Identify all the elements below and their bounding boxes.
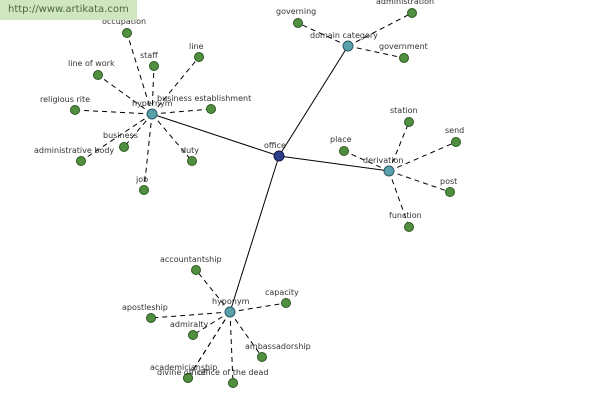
edge-hyponym-admiralty <box>192 311 231 336</box>
node-line[interactable] <box>194 52 204 62</box>
edge-domain-category-administration <box>347 12 413 47</box>
node-function[interactable] <box>404 222 414 232</box>
label-send: send <box>445 126 464 135</box>
node-station[interactable] <box>404 117 414 127</box>
node-accountantship[interactable] <box>191 265 201 275</box>
node-place[interactable] <box>339 146 349 156</box>
edge-hypernym-religious-rite <box>74 109 153 115</box>
edge-hypernym-job <box>143 113 153 191</box>
edge-derivation-send <box>388 141 457 172</box>
label-religious-rite: religious rite <box>40 95 90 104</box>
label-line-of-work: line of work <box>68 59 115 68</box>
node-business-establishment[interactable] <box>206 104 216 114</box>
node-admiralty[interactable] <box>188 330 198 340</box>
node-duty[interactable] <box>187 156 197 166</box>
node-hyponym[interactable] <box>224 306 236 318</box>
label-capacity: capacity <box>265 288 299 297</box>
label-apostleship: apostleship <box>122 303 168 312</box>
node-divine-office[interactable] <box>183 373 193 383</box>
node-hypernym[interactable] <box>146 108 158 120</box>
node-office-of-the-dead[interactable] <box>228 378 238 388</box>
edge-office-domain-category <box>278 45 349 157</box>
node-ambassadorship[interactable] <box>257 352 267 362</box>
node-derivation[interactable] <box>383 165 395 177</box>
node-apostleship[interactable] <box>146 313 156 323</box>
label-business: business <box>103 131 138 140</box>
label-hyponym: hyponym <box>212 297 250 306</box>
edge-hyponym-ambassadorship <box>229 311 263 358</box>
label-office: office <box>264 141 286 150</box>
edge-hyponym-divine-office <box>187 311 231 379</box>
node-occupation[interactable] <box>122 28 132 38</box>
label-divine-office: divine office <box>157 368 206 377</box>
label-job: job <box>135 175 148 184</box>
node-job[interactable] <box>139 185 149 195</box>
node-administrative-body[interactable] <box>76 156 86 166</box>
label-ambassadorship: ambassadorship <box>245 342 311 351</box>
label-admiralty: admiralty <box>170 320 209 329</box>
label-function: function <box>389 211 422 220</box>
edge-domain-category-governing <box>297 22 349 47</box>
node-send[interactable] <box>451 137 461 147</box>
label-business-establishment: business establishment <box>157 94 251 103</box>
node-post[interactable] <box>445 187 455 197</box>
node-business[interactable] <box>119 142 129 152</box>
edge-domain-category-government <box>347 45 405 59</box>
watermark-link[interactable]: http://www.artikata.com <box>0 0 137 20</box>
node-staff[interactable] <box>149 61 159 71</box>
node-line-of-work[interactable] <box>93 70 103 80</box>
edge-hypernym-business <box>123 113 153 148</box>
label-academicianship: academicianship <box>150 363 217 372</box>
label-duty: duty <box>181 146 199 155</box>
node-religious-rite[interactable] <box>70 105 80 115</box>
edge-hyponym-apostleship <box>150 311 231 319</box>
label-derivation: derivation <box>363 156 403 165</box>
node-government[interactable] <box>399 53 409 63</box>
label-staff: staff <box>140 51 158 60</box>
edge-hypernym-staff <box>151 65 155 115</box>
nodes <box>70 8 461 388</box>
label-station: station <box>390 106 418 115</box>
node-domain-category[interactable] <box>342 40 354 52</box>
label-accountantship: accountantship <box>160 255 222 264</box>
edge-hypernym-duty <box>151 113 193 162</box>
label-domain-category: domain category <box>310 31 378 40</box>
edge-derivation-function <box>388 170 410 228</box>
node-governing[interactable] <box>293 18 303 28</box>
labels: occupation staff line line of work religious… <box>34 0 464 377</box>
edges <box>74 12 457 384</box>
edge-derivation-post <box>388 170 451 193</box>
label-administration: administration <box>376 0 434 6</box>
label-post: post <box>440 177 457 186</box>
label-occupation: occupation <box>102 17 146 26</box>
edge-office-hypernym <box>151 113 280 157</box>
edge-hypernym-line-of-work <box>97 74 153 115</box>
edge-hypernym-business-establishment <box>151 108 212 115</box>
label-governing: governing <box>276 7 316 16</box>
edge-hyponym-office-of-the-dead <box>229 311 234 384</box>
label-office-of-the-dead: office of the dead <box>198 368 268 377</box>
label-government: government <box>379 42 428 51</box>
label-administrative-body: administrative body <box>34 146 114 155</box>
label-hypernym: hypernym <box>132 99 173 108</box>
node-administration[interactable] <box>407 8 417 18</box>
edge-hyponym-capacity <box>229 302 287 313</box>
label-place: place <box>330 135 352 144</box>
edge-office-hyponym <box>229 155 280 313</box>
node-capacity[interactable] <box>281 298 291 308</box>
edge-hyponym-accountantship <box>195 269 231 313</box>
edge-office-derivation <box>278 155 390 172</box>
node-office[interactable] <box>273 150 285 162</box>
label-line: line <box>189 42 204 51</box>
edge-hypernym-line <box>151 56 200 115</box>
